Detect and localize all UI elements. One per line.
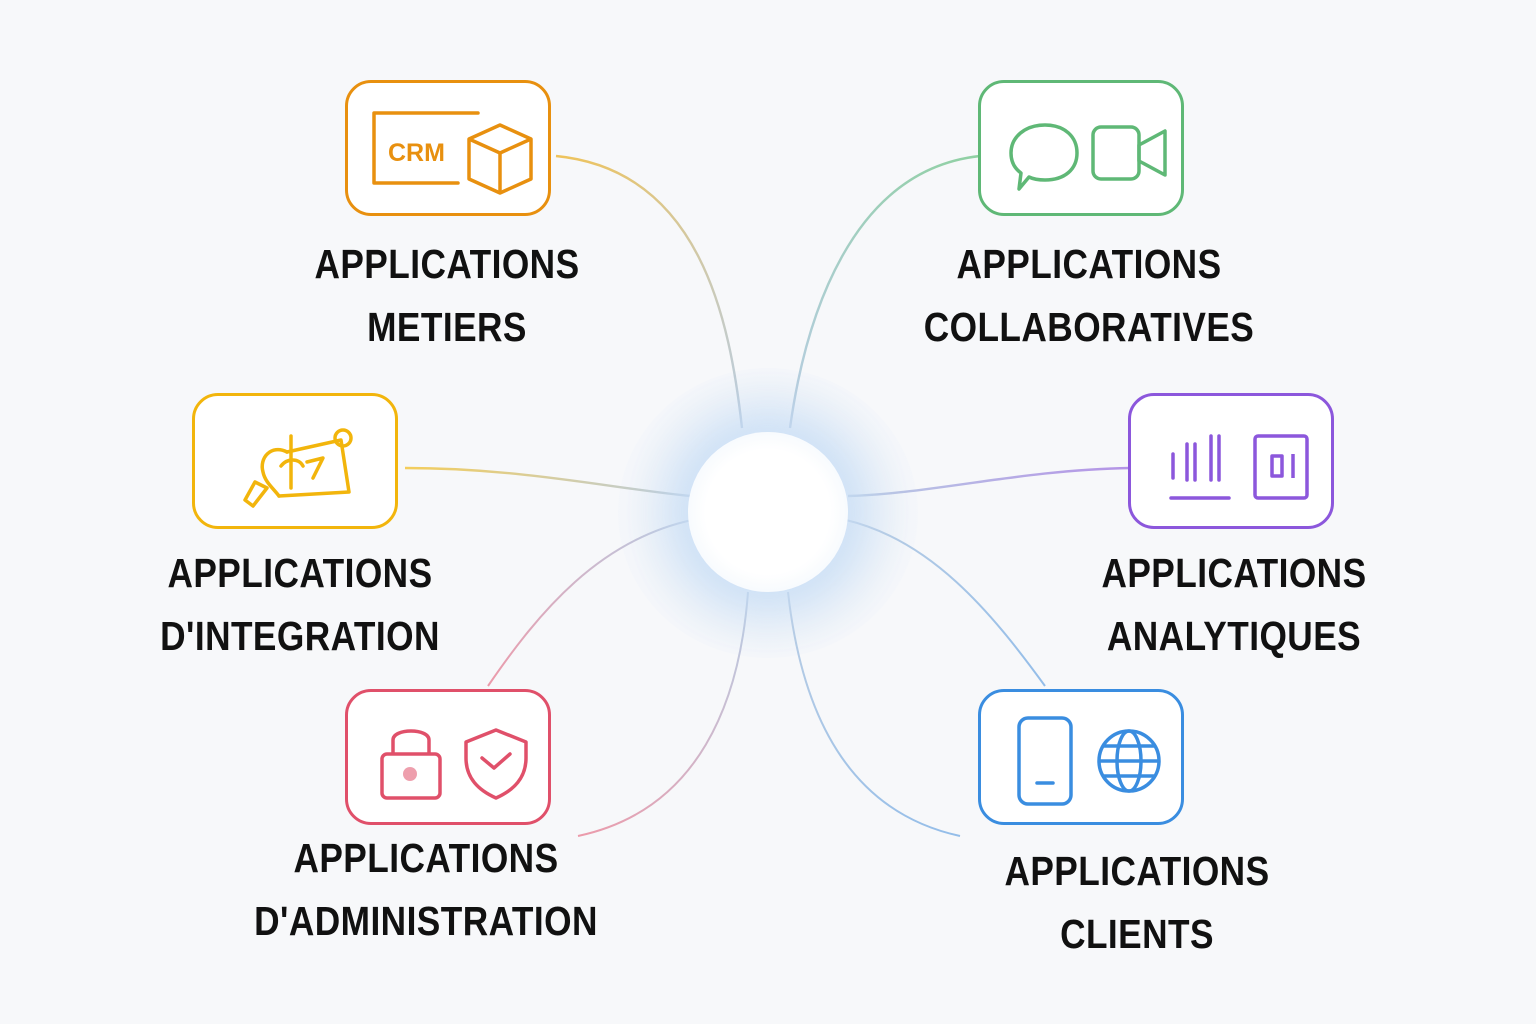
- card-applications-integration: [192, 393, 398, 529]
- connector-collaboratives: [788, 154, 981, 429]
- label-line-2: D'ADMINISTRATION: [254, 898, 598, 944]
- connector-administration-lower: [577, 591, 749, 837]
- shield-check-icon: [464, 728, 528, 800]
- administration-icons: [380, 728, 528, 800]
- analytiques-icons: [1169, 434, 1309, 500]
- dashboard-icon: [1253, 434, 1309, 500]
- connector-clients-lower: [787, 591, 961, 837]
- connector-integration: [404, 466, 691, 498]
- padlock-icon: [380, 729, 442, 800]
- label-applications-clients: APPLICATIONS CLIENTS: [956, 840, 1317, 966]
- label-line-2: D'INTEGRATION: [160, 613, 440, 659]
- label-line-2: COLLABORATIVES: [923, 304, 1255, 350]
- connector-administration-upper: [487, 519, 693, 687]
- label-line-2: ANALYTIQUES: [1106, 613, 1362, 659]
- bar-chart-icon: [1169, 434, 1231, 500]
- card-applications-metiers: CRM: [345, 80, 551, 216]
- crm-icon: CRM: [372, 111, 480, 185]
- card-applications-administration: [345, 689, 551, 825]
- connector-metiers: [555, 154, 744, 429]
- central-hub: [688, 432, 848, 592]
- label-applications-collaboratives: APPLICATIONS COLLABORATIVES: [908, 233, 1269, 359]
- label-applications-metiers: APPLICATIONS METIERS: [266, 233, 627, 359]
- clients-icons: [1017, 716, 1161, 806]
- puzzle-plug-icon: [243, 428, 353, 508]
- label-line-2: CLIENTS: [1060, 911, 1214, 957]
- integration-icons: [243, 428, 353, 508]
- box-icon: [467, 123, 533, 195]
- label-applications-integration: APPLICATIONS D'INTEGRATION: [119, 542, 480, 668]
- card-applications-analytiques: [1128, 393, 1334, 529]
- crm-badge-text: CRM: [388, 139, 445, 167]
- metiers-icons: CRM: [372, 111, 533, 195]
- label-applications-analytiques: APPLICATIONS ANALYTIQUES: [1053, 542, 1414, 668]
- label-line-1: APPLICATIONS: [956, 241, 1222, 287]
- video-camera-icon: [1091, 125, 1167, 181]
- label-line-1: APPLICATIONS: [1004, 848, 1270, 894]
- smartphone-icon: [1017, 716, 1073, 806]
- card-applications-collaboratives: [978, 80, 1184, 216]
- label-line-1: APPLICATIONS: [1101, 550, 1367, 596]
- connector-analytiques: [847, 466, 1131, 498]
- card-applications-clients: [978, 689, 1184, 825]
- connector-clients-upper: [845, 519, 1046, 687]
- label-applications-administration: APPLICATIONS D'ADMINISTRATION: [245, 827, 606, 953]
- collaboratives-icons: [1009, 123, 1167, 191]
- label-line-1: APPLICATIONS: [293, 835, 559, 881]
- chat-bubble-icon: [1009, 123, 1079, 191]
- label-line-2: METIERS: [367, 304, 527, 350]
- label-line-1: APPLICATIONS: [314, 241, 580, 287]
- globe-icon: [1097, 729, 1161, 793]
- label-line-1: APPLICATIONS: [167, 550, 433, 596]
